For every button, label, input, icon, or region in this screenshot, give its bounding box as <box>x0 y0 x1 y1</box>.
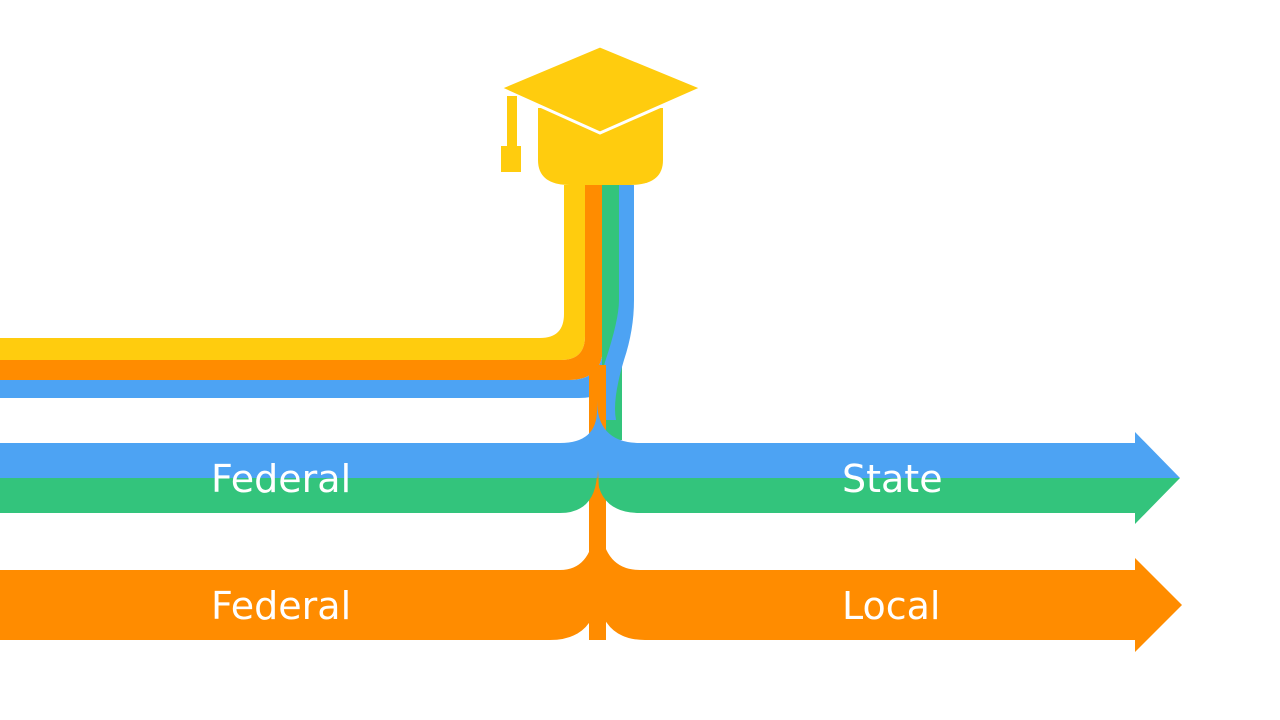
federal-label: Federal <box>211 457 352 501</box>
orange-flow-band <box>0 470 1182 652</box>
green-flow-band <box>0 476 1180 524</box>
orange-flow-band <box>0 185 603 380</box>
graduation-cap-icon <box>496 44 706 185</box>
state-label: State <box>842 457 943 501</box>
local-label: Local <box>842 584 941 628</box>
federal-label: Federal <box>211 584 352 628</box>
yellow-flow-band <box>0 185 585 360</box>
blue-stem <box>597 185 634 420</box>
blue-flow-band <box>0 400 1180 478</box>
